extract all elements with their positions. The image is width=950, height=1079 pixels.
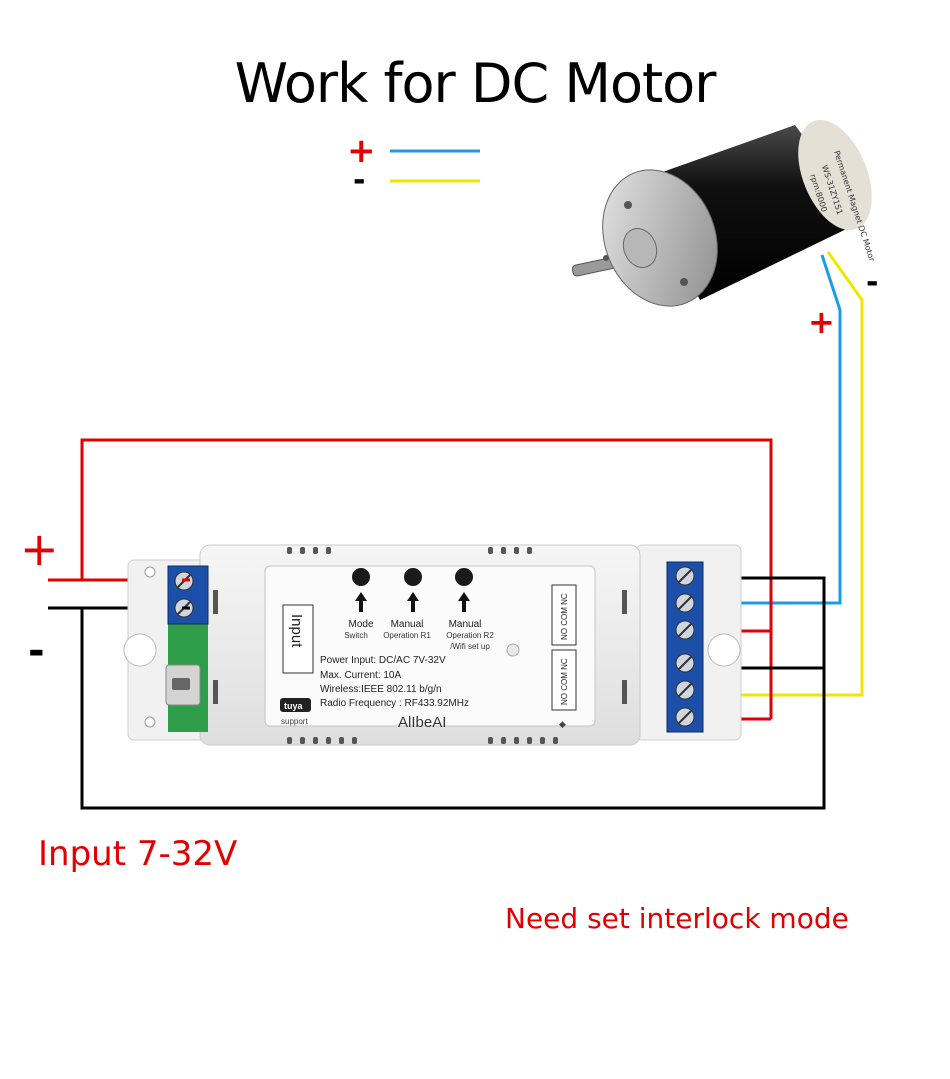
status-led [506, 643, 520, 657]
relay-label-box-2 [551, 649, 577, 711]
wifi-setup-label: /Wifi set up [450, 642, 490, 651]
mode-button[interactable]: Mode Switch [344, 568, 374, 640]
input-box-label: Input [288, 614, 305, 648]
black-loop-wire [80, 576, 826, 810]
legend-plus: + [347, 131, 376, 171]
manual-r1-label: Manual [391, 619, 424, 630]
smart-switch-device: Mode Switch Manual Operation R1 Manual O… [123, 544, 742, 746]
input-box [282, 604, 314, 674]
spec-max-current: Max. Current: 10A [320, 670, 401, 681]
tuya-logo [280, 698, 311, 712]
manual-r2-label: Manual [449, 619, 482, 630]
motor-negative-wire [690, 251, 864, 697]
dc-motor: Permanent Magnet DC Motor WS-31ZY1S1 rpm… [571, 119, 878, 341]
spec-power-input: Power Input: DC/AC 7V-32V [320, 655, 446, 666]
motor-plus-label: + [808, 303, 835, 341]
relay-label-box-1 [551, 584, 577, 646]
spec-wireless: Wireless:IEEE 802.11 b/g/n [320, 684, 442, 695]
brand-name: AlIbeAI [398, 714, 446, 731]
motor-positive-wire [690, 254, 842, 605]
page-title: Work for DC Motor [234, 52, 717, 115]
power-plus-label: + [20, 522, 59, 576]
relay-label-2: NO COM NC [560, 658, 569, 705]
legend-minus: - [353, 163, 365, 198]
wire-legend: + - [347, 131, 480, 198]
input-voltage-label: Input 7-32V [38, 834, 238, 874]
manual-r1-button[interactable]: Manual Operation R1 [383, 568, 431, 640]
interlock-note: Need set interlock mode [505, 902, 849, 935]
wifi-icon: ◆ [559, 719, 566, 729]
red-loop-wire [80, 438, 773, 633]
tuya-logo-text: tuya [284, 701, 304, 711]
spec-radio-frequency: Radio Frequency : RF433.92MHz [320, 698, 469, 709]
mode-button-label: Mode [348, 619, 373, 630]
manual-r2-button[interactable]: Manual Operation R2 /Wifi set up [446, 568, 494, 651]
manual-r2-sublabel: Operation R2 [446, 631, 494, 640]
manual-r1-sublabel: Operation R1 [383, 631, 431, 640]
motor-minus-label: - [866, 265, 878, 300]
relay-label-1: NO COM NC [560, 593, 569, 640]
tuya-support-text: support [281, 717, 308, 726]
mode-button-sublabel: Switch [344, 631, 368, 640]
power-minus-label: - [28, 628, 45, 674]
